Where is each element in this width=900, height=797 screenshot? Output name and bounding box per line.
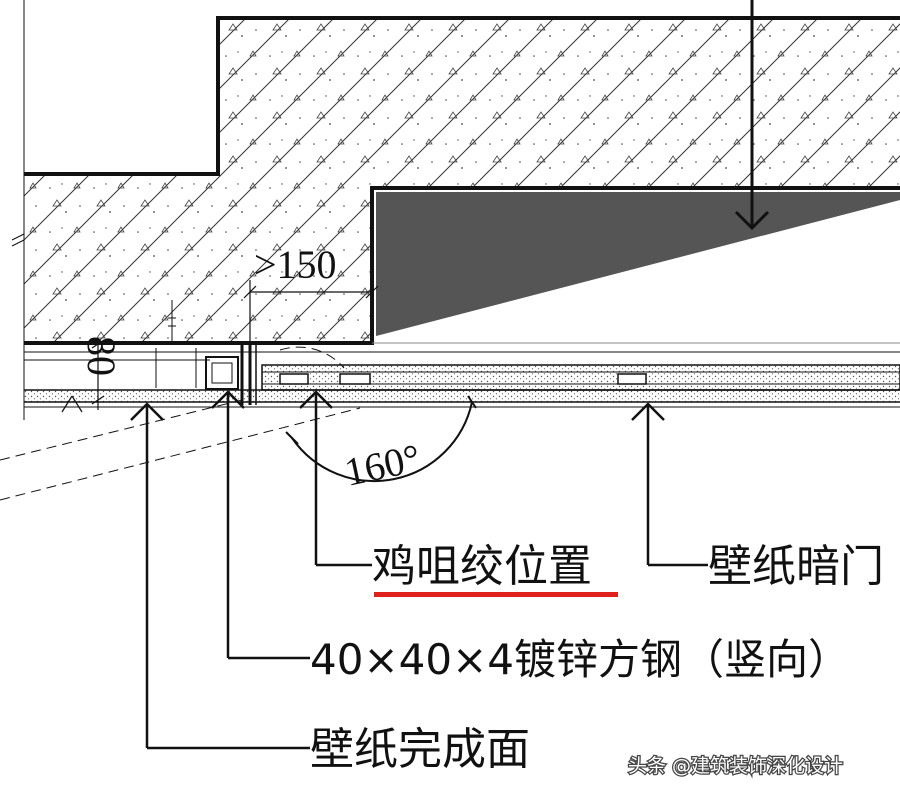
leader-steel-tube [211, 390, 310, 660]
steel-tube-label: 40×40×4镀锌方钢（竖向） [310, 635, 850, 684]
leader-hidden-door [631, 402, 708, 567]
dim-offset-label: >150 [254, 242, 337, 287]
wall-layers [24, 342, 900, 408]
angle-label: 160° [341, 435, 425, 495]
wallpaper-finish-label: 壁纸完成面 [310, 724, 530, 775]
shaded-wedge [376, 192, 900, 336]
watermark-text: 头条 @建筑装饰深化设计 [628, 755, 843, 777]
dim-offset [243, 280, 379, 345]
door-swing-guides [0, 346, 361, 501]
leader-hinge [299, 390, 372, 567]
hinge-position-label: 鸡咀绞位置 [372, 541, 592, 592]
hidden-door-panel [261, 364, 900, 391]
hidden-door-label: 壁纸暗门 [708, 541, 884, 592]
leader-wallpaper-finish [130, 402, 310, 750]
dim-thickness [61, 338, 105, 413]
concrete-slab [24, 16, 900, 345]
left-edge-lines [11, 0, 25, 420]
steel-tube [155, 300, 257, 405]
dim-thickness-label: 80 [79, 336, 124, 376]
hinge-highlight-underline [374, 592, 618, 597]
top-arrow [734, 0, 770, 231]
